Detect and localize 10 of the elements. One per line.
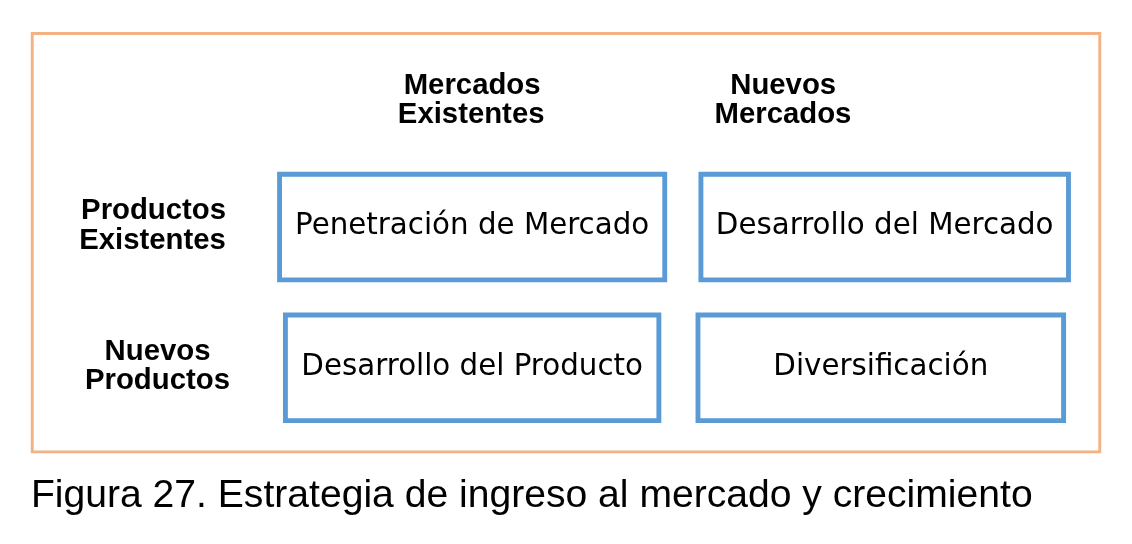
cluster: [30, 32, 1102, 454]
node-box: Desarrollo del Mercado: [698, 171, 1071, 283]
label: Mercados Existentes: [397, 67, 545, 130]
label: Nuevos Mercados: [714, 67, 852, 130]
node-box: Penetración de Mercado: [277, 171, 668, 283]
caption: Figura 27. Estrategia de ingreso al mercado y crecimiento: [30, 471, 1033, 515]
label: Nuevos Productos: [85, 332, 230, 396]
node-box: Desarrollo del Producto: [283, 312, 662, 424]
label: Productos Existentes: [79, 192, 227, 255]
node-box: Diversificación: [695, 312, 1067, 424]
